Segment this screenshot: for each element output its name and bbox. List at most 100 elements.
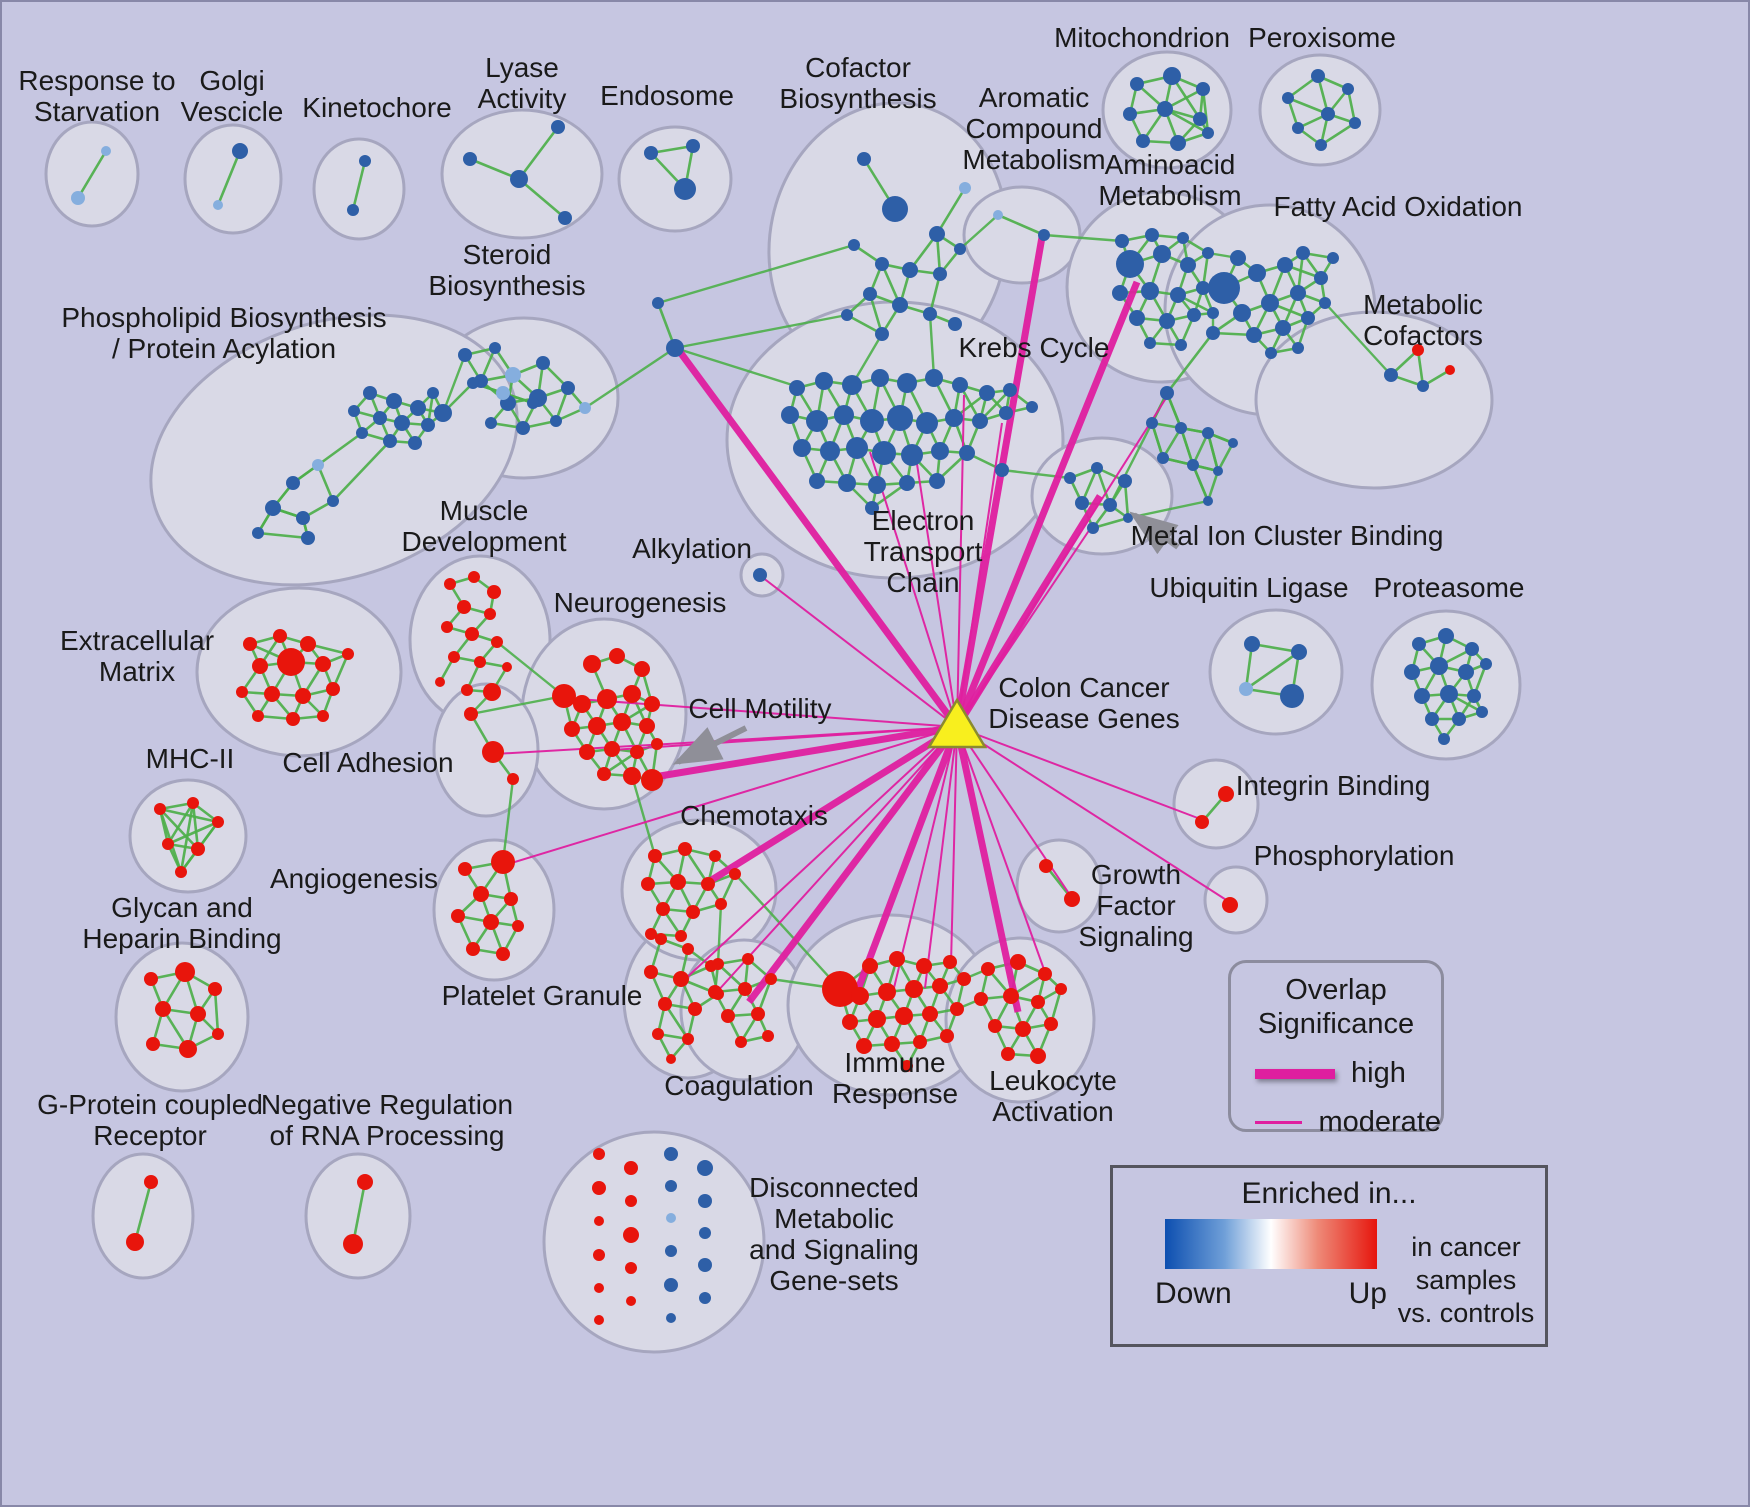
gene-set-node xyxy=(301,531,315,545)
inter-cluster-edge xyxy=(1108,422,1154,506)
overlap-edge-moderate xyxy=(924,726,958,989)
layer-hub xyxy=(926,697,988,749)
gene-set-node xyxy=(592,1181,606,1195)
gene-set-node xyxy=(191,842,205,856)
gene-set-node xyxy=(753,568,767,582)
gene-set-node xyxy=(644,965,658,979)
gene-set-node xyxy=(1130,77,1144,91)
gene-set-node xyxy=(952,377,968,393)
gene-set-node xyxy=(489,342,501,354)
gene-set-node xyxy=(1384,368,1398,382)
gene-set-node xyxy=(71,191,85,205)
gene-set-node xyxy=(1319,297,1331,309)
gene-set-node xyxy=(1159,313,1175,329)
cluster-label-chemotaxis: Chemotaxis xyxy=(680,800,828,831)
gene-set-node xyxy=(408,436,422,450)
gene-set-node xyxy=(686,905,700,919)
gene-set-edge xyxy=(332,440,391,502)
gene-set-node xyxy=(665,1245,677,1257)
gene-set-node xyxy=(155,1001,171,1017)
gene-set-node xyxy=(277,648,305,676)
gene-set-node xyxy=(842,375,862,395)
gene-set-edge xyxy=(1320,121,1356,147)
gene-set-node xyxy=(1412,637,1426,651)
gene-set-node xyxy=(1030,1048,1046,1064)
cluster-label-kinetochore: Kinetochore xyxy=(302,92,451,123)
gene-set-node xyxy=(1202,127,1214,139)
overlap-edge-high xyxy=(677,349,960,730)
inter-cluster-edge xyxy=(674,313,848,350)
gene-set-node xyxy=(1031,995,1045,1009)
gene-set-node xyxy=(265,500,281,516)
cluster-ellipse-disconnected-gene-sets xyxy=(542,1130,766,1354)
gene-set-node xyxy=(655,933,667,945)
gene-set-node xyxy=(981,962,995,976)
gene-set-node xyxy=(435,677,445,687)
gene-set-node xyxy=(1038,967,1052,981)
gene-set-edge xyxy=(76,150,108,199)
gene-set-node xyxy=(1438,733,1450,745)
overlap-edge-moderate xyxy=(869,451,958,728)
gene-set-node xyxy=(940,1029,954,1043)
gene-set-node xyxy=(583,655,601,673)
gene-set-node xyxy=(639,718,655,734)
gene-set-node xyxy=(1129,310,1145,326)
gene-set-node xyxy=(175,866,187,878)
gene-set-node xyxy=(1213,466,1223,476)
gene-set-node xyxy=(715,898,727,910)
gene-set-node xyxy=(846,437,868,459)
overlap-edge-high xyxy=(953,726,1022,1013)
gene-set-node xyxy=(593,1249,605,1261)
gene-set-node xyxy=(597,689,617,709)
gene-set-node xyxy=(1157,101,1173,117)
gene-set-node xyxy=(1476,706,1488,718)
gene-set-node xyxy=(1301,311,1315,325)
gene-set-node xyxy=(902,262,918,278)
gene-set-node xyxy=(1291,644,1307,660)
cluster-label-cell-motility-label: Cell Motility xyxy=(688,693,831,724)
gene-set-node xyxy=(457,600,471,614)
gene-set-node xyxy=(623,685,641,703)
gene-set-node xyxy=(1315,139,1327,151)
overlap-edge-moderate xyxy=(956,726,1232,904)
gene-set-node xyxy=(682,943,694,955)
cluster-label-platelet-granule: Platelet Granule xyxy=(442,980,643,1011)
cluster-label-coagulation: Coagulation xyxy=(664,1070,813,1101)
gene-set-node xyxy=(1003,383,1017,397)
gene-set-node xyxy=(212,1028,224,1040)
gene-set-node xyxy=(974,992,988,1006)
gene-set-node xyxy=(923,307,937,321)
gene-set-node xyxy=(666,339,684,357)
gene-set-edge xyxy=(1150,422,1165,459)
gene-set-node xyxy=(507,773,519,785)
gene-set-node xyxy=(712,958,724,970)
inter-cluster-edge xyxy=(501,778,515,863)
gene-set-node xyxy=(815,372,833,390)
gene-set-node xyxy=(434,404,452,422)
gene-set-node xyxy=(892,297,908,313)
gene-set-node xyxy=(1321,107,1335,121)
gene-set-node xyxy=(1425,712,1439,726)
gene-set-node xyxy=(624,1161,638,1175)
gene-set-node xyxy=(1438,628,1454,644)
gene-set-node xyxy=(273,629,287,643)
overlap-edge-high xyxy=(953,236,1046,728)
gene-set-node xyxy=(959,182,971,194)
gene-set-node xyxy=(625,1195,637,1207)
gene-set-node xyxy=(1112,285,1128,301)
overlap-edge-moderate xyxy=(682,726,958,982)
overlap-edge-moderate xyxy=(950,726,958,965)
gene-set-node xyxy=(634,661,650,677)
gene-set-node xyxy=(1246,327,1262,343)
gene-set-node xyxy=(922,1006,938,1022)
gene-set-node xyxy=(916,412,938,434)
gene-set-node xyxy=(851,987,869,1005)
cluster-label-alkylation: Alkylation xyxy=(632,533,752,564)
gene-set-node xyxy=(678,842,692,856)
gene-set-node xyxy=(1311,69,1325,83)
gene-set-node xyxy=(579,402,591,414)
